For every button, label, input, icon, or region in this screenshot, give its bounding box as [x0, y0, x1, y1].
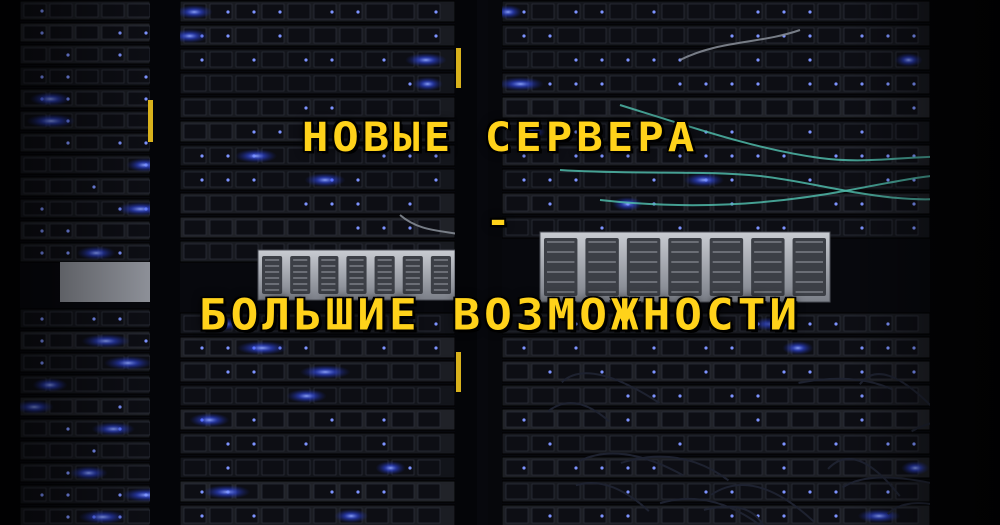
- server-racks-photo: [0, 0, 1000, 525]
